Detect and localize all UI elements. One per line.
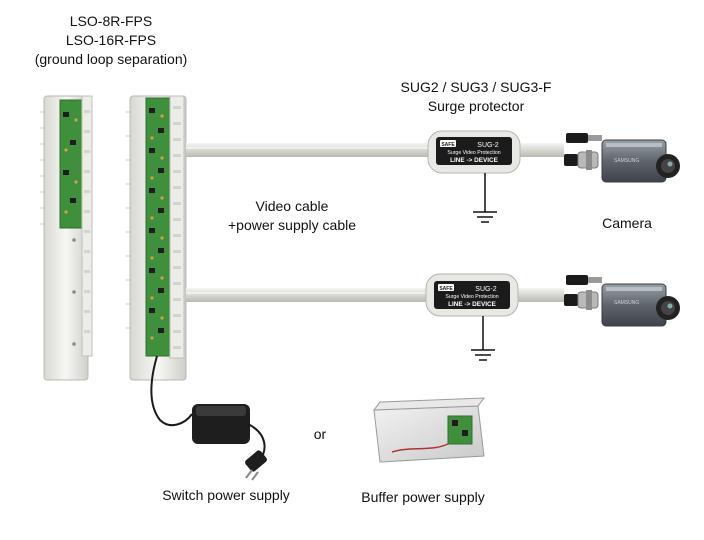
switch-power-supply-label: Switch power supply [162,487,290,503]
dc-plug-icon [566,133,602,143]
surge-subtitle: Surge Video Protection [447,150,500,156]
ground-symbol-bottom [471,316,495,361]
video-cable-label: Video cable +power supply cable [212,197,372,235]
pcb-board-left [59,99,83,229]
module-function: (ground loop separation) [34,51,188,67]
video-cable-line-2: +power supply cable [227,217,357,233]
surge-direction: LINE -> DEVICE [448,301,496,308]
or-label: or [313,426,327,442]
module-title: LSO-8R-FPS LSO-16R-FPS (ground loop sepa… [22,12,200,69]
surge-models: SUG2 / SUG3 / SUG3-F [400,79,552,95]
surge-model: SUG-2 [477,142,499,149]
cable-bottom [186,288,564,302]
bnc-connector-icon [564,150,599,170]
camera-icon: SAMSUNG [601,283,680,327]
surge-brand: SAFE [439,286,453,292]
surge-brand: SAFE [441,142,455,148]
surge-protector-bottom: SAFE SUG-2 Surge Video Protection LINE -… [425,273,519,317]
bnc-connector-icon [564,290,599,310]
surge-protector-top: SAFE SUG-2 Surge Video Protection LINE -… [427,130,521,174]
camera-icon: SAMSUNG [601,139,680,183]
cable-top [186,143,564,157]
surge-type: Surge protector [427,98,525,114]
surge-model: SUG-2 [475,286,497,293]
surge-direction: LINE -> DEVICE [450,157,498,164]
switch-power-supply-icon [192,404,267,481]
ground-symbol-top [473,173,497,223]
pcb-board-right [145,97,171,357]
surge-title: SUG2 / SUG3 / SUG3-F Surge protector [372,78,580,116]
module-model-16r: LSO-16R-FPS [65,32,157,48]
lso-module-right [126,95,187,381]
dc-plug-icon [566,275,602,285]
lso-module-left [40,95,93,381]
module-model-8r: LSO-8R-FPS [69,13,153,29]
buffer-power-supply-icon [372,397,486,463]
power-wire [150,355,193,427]
surge-subtitle: Surge Video Protection [445,294,498,300]
video-cable-line-1: Video cable [255,198,329,214]
camera-label: Camera [602,215,652,231]
svg-text:SAMSUNG: SAMSUNG [614,300,639,306]
buffer-power-supply-label: Buffer power supply [361,489,485,505]
svg-text:SAMSUNG: SAMSUNG [614,158,639,164]
rail-teeth-left [40,111,46,225]
